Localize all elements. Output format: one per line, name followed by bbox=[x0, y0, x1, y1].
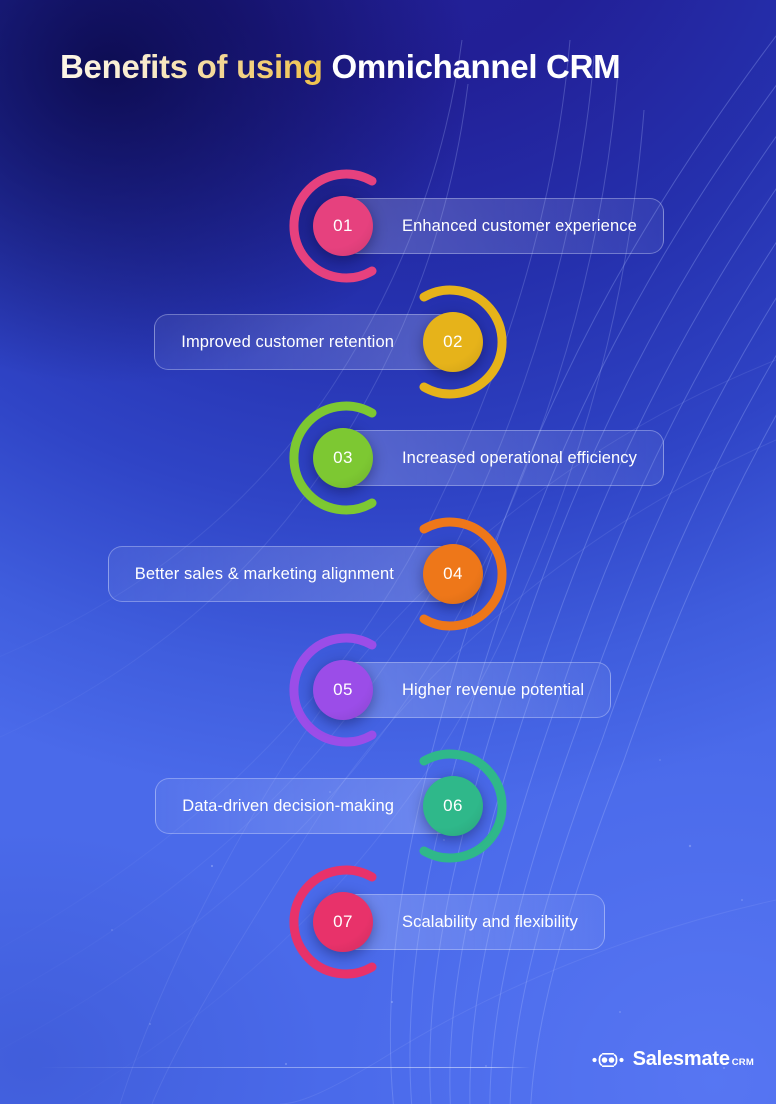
benefit-label: Increased operational efficiency bbox=[402, 448, 637, 467]
benefit-label-pill[interactable]: Better sales & marketing alignment bbox=[107, 546, 453, 602]
benefit-number-badge: 02 bbox=[423, 312, 483, 372]
page-title-highlight: Benefits of using bbox=[60, 48, 323, 85]
benefit-number-badge: 07 bbox=[313, 892, 373, 952]
benefit-number-badge: 06 bbox=[423, 776, 483, 836]
list-item[interactable]: 01 Enhanced customer experience bbox=[282, 168, 664, 284]
salesmate-rings-icon bbox=[591, 1052, 624, 1067]
page-title-plain: Omnichannel CRM bbox=[331, 48, 621, 85]
benefit-label: Better sales & marketing alignment bbox=[134, 564, 394, 583]
benefit-label: Enhanced customer experience bbox=[402, 216, 637, 235]
benefit-number: 03 bbox=[333, 448, 353, 467]
benefit-number-badge: 01 bbox=[313, 196, 373, 256]
benefit-label: Higher revenue potential bbox=[402, 680, 585, 699]
brand-suffix: CRM bbox=[731, 1057, 754, 1068]
footer-divider bbox=[40, 1067, 530, 1068]
benefit-number-badge: 05 bbox=[313, 660, 373, 720]
benefit-number-badge: 04 bbox=[423, 544, 483, 604]
benefit-number: 07 bbox=[333, 912, 353, 931]
list-item[interactable]: 02 Improved customer retention bbox=[154, 284, 514, 400]
brand-name-group: Salesmate CRM bbox=[633, 1048, 754, 1071]
list-item[interactable]: 06 Data-driven decision-making bbox=[155, 748, 514, 864]
brand-name: Salesmate bbox=[632, 1048, 730, 1070]
list-item[interactable]: 07 Scalability and flexibility bbox=[282, 864, 606, 980]
benefit-number-badge: 03 bbox=[313, 428, 373, 488]
benefit-number: 05 bbox=[333, 680, 353, 699]
benefit-label-pill[interactable]: Increased operational efficiency bbox=[343, 430, 664, 486]
benefit-label: Data-driven decision-making bbox=[182, 796, 394, 815]
benefit-number: 06 bbox=[443, 796, 463, 815]
benefit-label: Improved customer retention bbox=[181, 332, 394, 351]
benefit-number: 04 bbox=[443, 564, 463, 583]
brand-logo[interactable]: Salesmate CRM bbox=[591, 1048, 754, 1071]
footer: Salesmate CRM bbox=[0, 1008, 776, 1104]
page-title: Benefits of using Omnichannel CRM bbox=[60, 46, 621, 87]
benefit-label-pill[interactable]: Enhanced customer experience bbox=[343, 198, 664, 254]
benefit-label-pill[interactable]: Scalability and flexibility bbox=[343, 894, 606, 950]
benefit-label-pill[interactable]: Improved customer retention bbox=[154, 314, 453, 370]
benefit-label-pill[interactable]: Data-driven decision-making bbox=[155, 778, 453, 834]
benefit-label-pill[interactable]: Higher revenue potential bbox=[343, 662, 612, 718]
list-item[interactable]: 05 Higher revenue potential bbox=[282, 632, 612, 748]
list-item[interactable]: 03 Increased operational efficiency bbox=[282, 400, 664, 516]
list-item[interactable]: 04 Better sales & marketing alignment bbox=[107, 516, 514, 632]
benefit-number: 02 bbox=[443, 332, 463, 351]
benefit-label: Scalability and flexibility bbox=[402, 912, 579, 931]
benefit-number: 01 bbox=[333, 216, 353, 235]
